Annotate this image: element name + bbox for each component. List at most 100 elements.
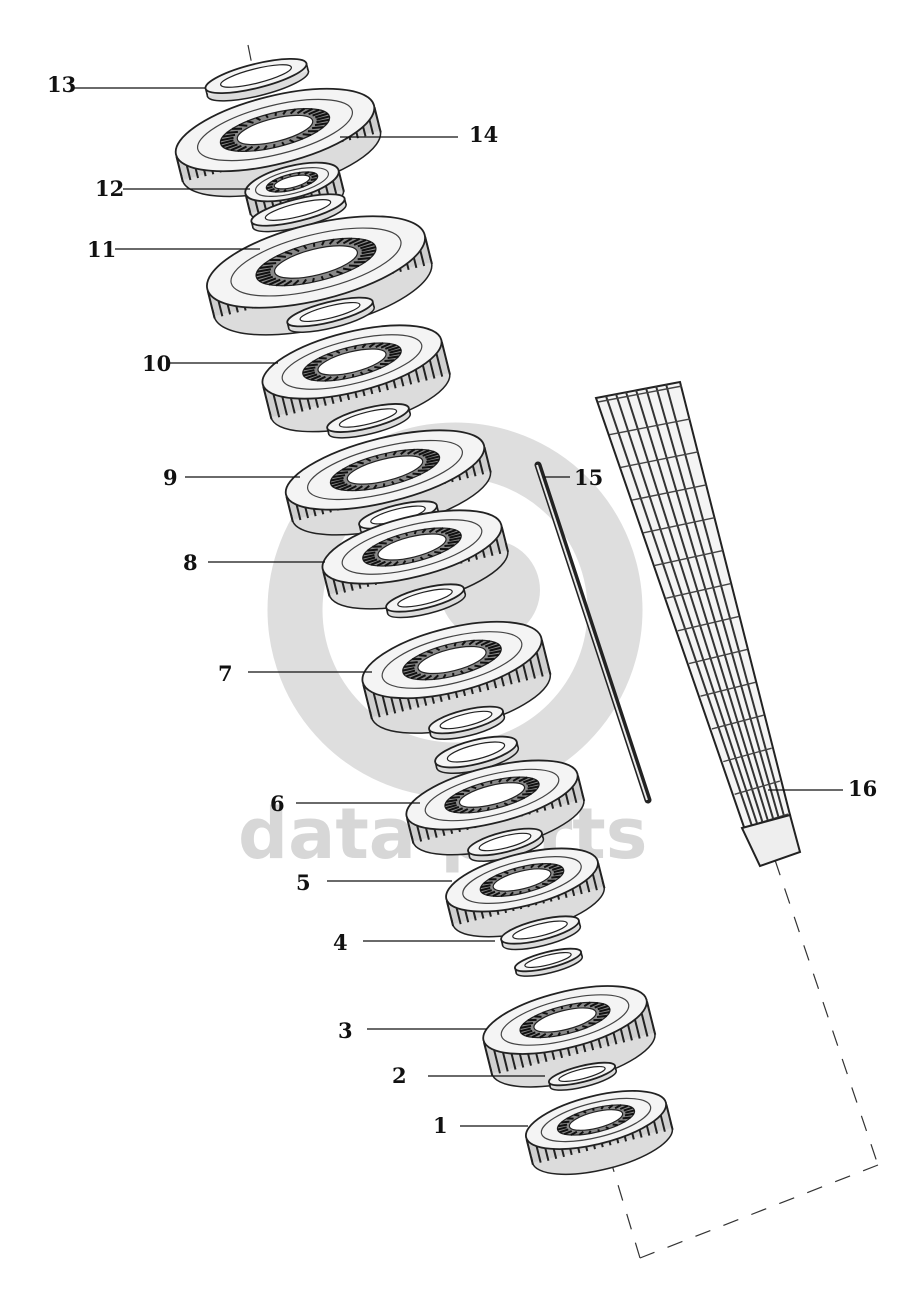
part-3-synchro-spline: [525, 1031, 536, 1037]
callout-6: 6: [270, 791, 285, 816]
part-11-gear-spline: [259, 275, 274, 283]
part-11-gear-spline: [320, 275, 325, 281]
part-1-gear-spline: [605, 1126, 610, 1130]
shaft-spline-line: [665, 383, 785, 817]
part-8-gear: [321, 509, 510, 610]
part-3-synchro-spline: [569, 1003, 573, 1008]
part-14-gear-tooth: [373, 107, 382, 133]
part-1-gear-tooth: [665, 1104, 674, 1130]
part-8-gear-spline: [413, 530, 417, 535]
part-8-gear-spline: [444, 529, 457, 535]
part-8-gear-spline: [363, 556, 376, 562]
part-11-gear-spline: [293, 247, 300, 253]
part-9-gear-spline: [373, 484, 378, 490]
part-7-synchro-spline: [468, 639, 476, 646]
part-11-gear-spline: [357, 256, 371, 261]
part-11-gear-spline: [268, 278, 281, 286]
part-12-gear-spline: [309, 172, 316, 177]
part-11-gear-spline: [255, 271, 271, 277]
part-11-ring-bore: [299, 301, 361, 323]
part-10-synchro-spline: [389, 351, 402, 357]
part-8-gear-spline: [412, 559, 415, 563]
callout-numbers: 13 14 12 11 10 9 8 7 6 5 4 3 2 1 15 16: [47, 72, 877, 1138]
part-12-gear-spline: [310, 178, 317, 181]
part-11-gear-spline: [311, 277, 315, 283]
part-3-synchro-spline: [596, 1014, 607, 1019]
part-1-gear-spline: [582, 1110, 587, 1114]
part-5-gear-spline: [483, 881, 493, 885]
part-10-synchro-spline: [342, 375, 347, 380]
part-10-ring-bore: [338, 408, 398, 428]
part-11-gear-spline: [292, 279, 300, 286]
part-5-gear-bore: [492, 868, 552, 892]
part-10-synchro-spline: [389, 348, 402, 354]
callout-12: 12: [95, 176, 124, 201]
part-10-synchro-spline: [302, 369, 315, 374]
part-7-synchro-spline: [424, 674, 433, 681]
part-11-gear-spline: [303, 244, 308, 250]
part-5-gear-spline: [509, 891, 514, 897]
part-3-synchro-spline: [594, 1003, 605, 1009]
part-9-gear-spline: [331, 481, 345, 488]
part-10-synchro-spline: [303, 366, 316, 371]
part-7-synchro-spline: [426, 650, 433, 654]
part-10-synchro-spline: [375, 342, 384, 348]
part-10-synchro-tooth: [262, 385, 273, 420]
part-6-gear-spline: [455, 793, 465, 796]
part-7-synchro-spline: [484, 641, 496, 648]
part-10-synchro-bore: [317, 348, 387, 376]
part-3-synchro-spline: [557, 1032, 561, 1037]
part-9-gear-spline: [418, 449, 430, 456]
part-10-synchro-inner-rim: [281, 334, 423, 390]
parts-stack: [174, 57, 674, 1176]
part-3-synchro-spline: [547, 1032, 554, 1038]
part-5-gear-spline: [527, 888, 531, 892]
part-11-gear-spline: [348, 237, 361, 245]
part-10-synchro-tooth: [440, 341, 451, 375]
part-5-gear-spline: [482, 889, 493, 895]
callout-14: 14: [469, 122, 498, 147]
part-3-synchro-tooth: [483, 1042, 494, 1076]
part-3-synchro-spline: [574, 1027, 579, 1032]
callout-2: 2: [392, 1063, 407, 1088]
part-8-gear-spline: [428, 527, 436, 533]
part-11-gear-spline: [269, 259, 281, 262]
part-5-gear-spline: [535, 885, 541, 890]
part-4-ring: [514, 947, 584, 977]
part-10-synchro-spline: [303, 371, 316, 377]
part-8-gear-spline: [365, 558, 378, 564]
part-4-washer: [500, 915, 582, 951]
part-6-gear: [405, 759, 586, 856]
part-12-gear-spline: [267, 183, 274, 186]
part-14-gear-spline: [316, 115, 330, 121]
part-7-synchro-spline: [435, 647, 441, 652]
part-1-gear-spline: [597, 1129, 600, 1132]
part-14-gear-spline: [222, 133, 236, 138]
part-9-gear-spline: [354, 485, 363, 492]
part-3-synchro-spline: [527, 1018, 537, 1022]
part-3-synchro-spline: [534, 1015, 542, 1018]
rod-highlight: [536, 464, 648, 801]
shaft-spline-line: [655, 385, 780, 818]
part-1-gear-inner-rim: [540, 1097, 652, 1143]
part-8-gear-spline: [379, 541, 387, 545]
part-7-synchro-spline: [452, 672, 455, 677]
part-7-synchro-spline: [412, 658, 422, 661]
part-1-gear-spline: [600, 1105, 604, 1110]
part-3-synchro-spline: [520, 1024, 532, 1029]
part-7-synchro-spline: [442, 673, 447, 679]
part-6-gear-spline: [503, 802, 509, 806]
part-8-gear-spline: [386, 538, 394, 542]
part-11-gear-spline: [259, 265, 274, 269]
part-7-washer-bore: [446, 741, 506, 763]
part-9-gear-spline: [330, 479, 344, 485]
part-11-gear-spline: [328, 238, 335, 245]
part-9-gear-spline: [422, 450, 435, 457]
part-12-gear-spline: [300, 184, 304, 188]
part-9-gear-spline: [363, 484, 370, 491]
part-7-synchro-spline: [444, 644, 448, 649]
part-14-gear-spline: [289, 138, 295, 144]
part-5-gear-spline: [553, 868, 564, 874]
part-14-gear-spline: [226, 130, 239, 134]
part-10-synchro-spline: [316, 375, 326, 382]
